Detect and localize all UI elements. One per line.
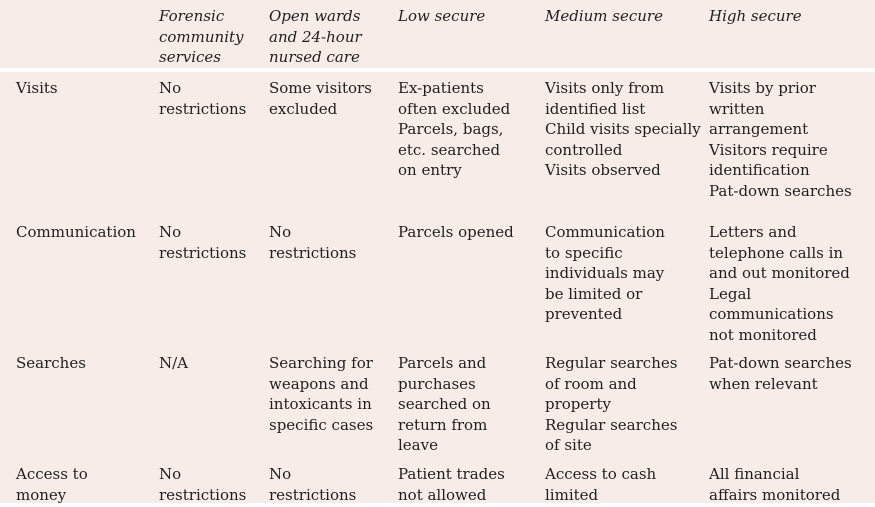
table-row-access-to-money: Access to money No restrictions No restr… — [0, 458, 875, 504]
table-cell: No restrictions — [269, 465, 357, 504]
row-header-communication: Communication — [16, 223, 136, 241]
table-row-searches: Searches N/A Searching for weapons and i… — [0, 347, 875, 458]
table-cell: Patient trades not allowed — [398, 465, 505, 504]
table-cell: Visits only from identified list Child v… — [545, 79, 701, 179]
column-header-open-wards: Open wards and 24-hour nursed care — [269, 7, 362, 66]
table-cell: No restrictions — [159, 223, 247, 262]
table-cell: Ex-patients often excluded Parcels, bags… — [398, 79, 511, 179]
table-row-communication: Communication No restrictions No restric… — [0, 216, 875, 347]
column-header-forensic-community-services: Forensic community services — [159, 7, 244, 66]
table-cell: N/A — [159, 354, 189, 372]
column-header-corner — [16, 6, 159, 68]
column-header-low-secure: Low secure — [398, 7, 486, 25]
table-cell: Communication to specific individuals ma… — [545, 223, 665, 323]
table-cell: Letters and telephone calls in and out m… — [709, 223, 850, 344]
table-cell: Parcels opened — [398, 223, 514, 241]
table-cell: No restrictions — [159, 79, 247, 118]
table-cell: Regular searches of room and property Re… — [545, 354, 678, 454]
table-cell: Some visitors excluded — [269, 79, 372, 118]
table-cell: Pat-down searches when relevant — [709, 354, 852, 393]
table-cell: Visits by prior written arrangement Visi… — [709, 79, 852, 200]
row-header-access-to-money: Access to money — [16, 465, 88, 504]
row-header-searches: Searches — [16, 354, 86, 372]
bottom-rule — [0, 503, 875, 507]
table-cell: Parcels and purchases searched on return… — [398, 354, 491, 454]
table-header-row: Forensic community services Open wards a… — [0, 0, 875, 72]
table-cell: No restrictions — [269, 223, 357, 262]
table-cell: Searching for weapons and intoxicants in… — [269, 354, 374, 434]
column-header-medium-secure: Medium secure — [545, 7, 663, 25]
table-cell: Access to cash limited — [545, 465, 657, 504]
column-header-high-secure: High secure — [709, 7, 802, 25]
table-cell: All financial affairs monitored — [709, 465, 841, 504]
table-cell: No restrictions — [159, 465, 247, 504]
row-header-visits: Visits — [16, 79, 58, 97]
table-row-visits: Visits No restrictions Some visitors exc… — [0, 72, 875, 216]
